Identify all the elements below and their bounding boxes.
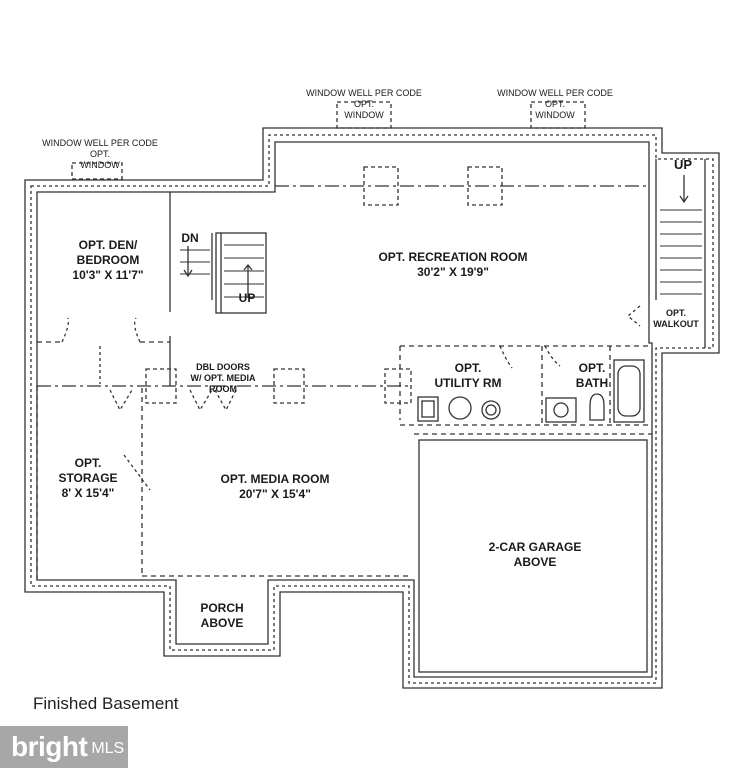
window-well-line2: WINDOW: [535, 110, 575, 120]
doors-note-line2: W/ OPT. MEDIA: [190, 373, 256, 383]
garage: [418, 439, 648, 673]
window-well: [71, 162, 123, 180]
bath-label: OPT. BATH: [567, 361, 617, 391]
window-well-line2: WINDOW: [80, 160, 120, 170]
media-dims: 20'7" X 15'4": [239, 487, 311, 501]
utility-name: OPT.: [454, 361, 482, 375]
doors-note: DBL DOORS W/ OPT. MEDIA ROOM: [182, 362, 264, 395]
storage-dims: 8' X 15'4": [61, 486, 115, 500]
porch-label: PORCH ABOVE: [182, 601, 262, 631]
logo-word: bright: [11, 731, 88, 762]
caption: Finished Basement: [33, 694, 179, 713]
window-well-note: WINDOW WELL PER CODE: [306, 88, 422, 98]
exterior-wall-outer: [24, 127, 720, 689]
window-well-note: WINDOW WELL PER CODE: [42, 138, 158, 148]
porch-name-2: ABOVE: [200, 616, 244, 630]
utility-label: OPT. UTILITY RM: [428, 361, 508, 391]
recreation-dims: 30'2" X 19'9": [417, 265, 489, 279]
bathtub: [613, 359, 645, 423]
porch-name: PORCH: [200, 601, 244, 615]
toilet: [589, 393, 605, 421]
stairs-down-label: DN: [181, 231, 199, 245]
storage-name-2: STORAGE: [58, 471, 118, 485]
garage-label: 2-CAR GARAGE ABOVE: [465, 540, 605, 570]
window-well-note: WINDOW WELL PER CODE: [497, 88, 613, 98]
den-name-2: BEDROOM: [76, 253, 140, 267]
walkout-label: OPT. WALKOUT: [646, 308, 706, 330]
walkout-stairs-up-label: UP: [673, 157, 693, 172]
doors-note-line1: DBL DOORS: [196, 362, 250, 372]
walkout-stair: [660, 209, 702, 295]
window-well-line1: OPT.: [353, 99, 374, 109]
media-label: OPT. MEDIA ROOM 20'7" X 15'4": [200, 472, 350, 502]
garage-name-2: ABOVE: [513, 555, 557, 569]
den-name: OPT. DEN/: [78, 238, 138, 252]
stairs-up-label: UP: [238, 291, 256, 305]
sink: [545, 397, 577, 423]
window-well: [336, 101, 392, 129]
window-well-line1: OPT.: [89, 149, 110, 159]
window-well-label-left: WINDOW WELL PER CODE OPT. WINDOW: [40, 138, 160, 171]
water-heater: [417, 396, 439, 422]
media-name: OPT. MEDIA ROOM: [220, 472, 330, 486]
recreation-name: OPT. RECREATION ROOM: [378, 250, 528, 264]
garage-name: 2-CAR GARAGE: [488, 540, 582, 554]
furnace: [448, 396, 472, 420]
stair-block: [215, 232, 267, 314]
window-well: [530, 101, 586, 129]
recreation-label: OPT. RECREATION ROOM 30'2" X 19'9": [368, 250, 538, 280]
exterior-wall-inner: [36, 141, 653, 678]
bath-name-2: BATH: [575, 376, 609, 390]
den-dims: 10'3" X 11'7": [72, 268, 144, 282]
logo-suffix: MLS: [91, 740, 125, 757]
walkout-line1: OPT.: [665, 308, 686, 318]
storage-label: OPT. STORAGE 8' X 15'4": [48, 456, 128, 501]
walkout-line2: WALKOUT: [653, 319, 699, 329]
storage-name: OPT.: [74, 456, 102, 470]
utility-name-2: UTILITY RM: [434, 376, 502, 390]
bath-name: OPT.: [578, 361, 606, 375]
bright-mls-logo: bright MLS: [0, 726, 128, 768]
window-well-line1: OPT.: [544, 99, 565, 109]
window-well-label-center: WINDOW WELL PER CODE OPT. WINDOW: [303, 88, 425, 121]
window-well-line2: WINDOW: [344, 110, 384, 120]
doors-note-line3: ROOM: [209, 384, 237, 394]
window-well-label-right: WINDOW WELL PER CODE OPT. WINDOW: [494, 88, 616, 121]
den-label: OPT. DEN/ BEDROOM 10'3" X 11'7": [48, 238, 168, 283]
